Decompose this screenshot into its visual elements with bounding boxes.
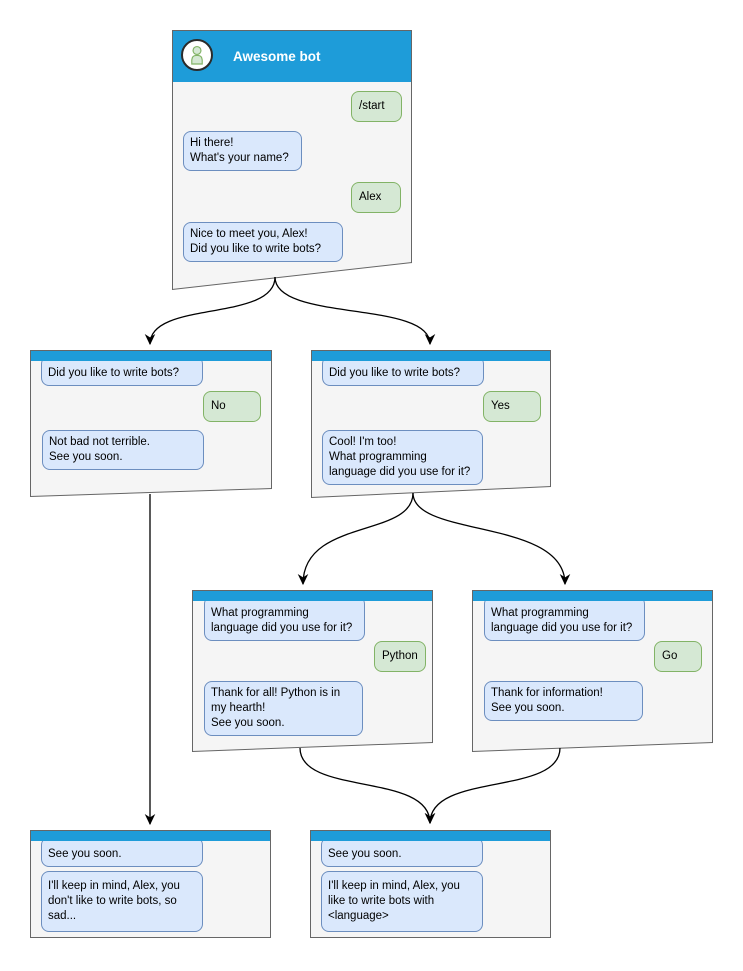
user-message-bubble: Go — [654, 641, 702, 672]
bot-message-bubble: I'll keep in mind, Alex, you don't like … — [41, 871, 203, 932]
chat-window-branch-python: What programming language did you use fo… — [192, 590, 433, 752]
bot-message-bubble: Did you like to write bots? — [41, 356, 203, 386]
arrow-go-to-end — [424, 747, 561, 825]
chat-window-titlebar — [31, 351, 271, 361]
bot-message-bubble: Not bad not terrible. See you soon. — [42, 430, 204, 470]
bot-message-bubble: Thank for information! See you soon. — [484, 681, 643, 721]
chat-window-titlebar — [193, 591, 432, 601]
chat-window-branch-yes: Did you like to write bots? Yes Cool! I'… — [311, 350, 551, 498]
bot-message-bubble: What programming language did you use fo… — [204, 596, 365, 641]
arrow-start-to-yes-branch — [274, 276, 436, 346]
arrow-yes-to-python-branch — [297, 492, 414, 586]
chat-window-titlebar: Awesome bot — [173, 31, 411, 82]
bot-message-bubble: Thank for all! Python is in my hearth! S… — [204, 681, 363, 736]
user-message-bubble: Python — [374, 641, 426, 672]
bot-message-bubble: Nice to meet you, Alex! Did you like to … — [183, 222, 343, 262]
person-icon — [188, 45, 206, 65]
bot-message-bubble: Did you like to write bots? — [322, 356, 484, 386]
bot-message-bubble: See you soon. — [321, 837, 483, 867]
chat-window-branch-no: Did you like to write bots? No Not bad n… — [30, 350, 272, 497]
arrow-start-to-no-branch — [144, 276, 276, 346]
user-message-bubble: /start — [351, 91, 402, 122]
arrow-yes-to-go-branch — [412, 492, 571, 586]
chat-window-titlebar — [31, 831, 270, 841]
user-message-bubble: No — [203, 391, 261, 422]
bot-message-bubble: Cool! I'm too! What programming language… — [322, 430, 483, 485]
arrow-python-to-end — [299, 747, 436, 825]
bot-avatar — [181, 39, 213, 71]
chat-window-end-no: See you soon. I'll keep in mind, Alex, y… — [30, 830, 271, 938]
bot-message-bubble: See you soon. — [41, 837, 203, 867]
chat-window-end-yes: See you soon. I'll keep in mind, Alex, y… — [310, 830, 551, 938]
bot-message-bubble: Hi there! What's your name? — [183, 131, 302, 171]
chat-window-main: Awesome bot /start Hi there! What's your… — [172, 30, 412, 290]
user-message-bubble: Alex — [351, 182, 401, 213]
bot-message-bubble: I'll keep in mind, Alex, you like to wri… — [321, 871, 483, 932]
chat-window-titlebar — [473, 591, 712, 601]
chat-window-branch-go: What programming language did you use fo… — [472, 590, 713, 752]
chat-window-titlebar — [311, 831, 550, 841]
chat-window-titlebar — [312, 351, 550, 361]
bot-message-bubble: What programming language did you use fo… — [484, 596, 645, 641]
user-message-bubble: Yes — [483, 391, 541, 422]
bot-name: Awesome bot — [233, 49, 321, 64]
